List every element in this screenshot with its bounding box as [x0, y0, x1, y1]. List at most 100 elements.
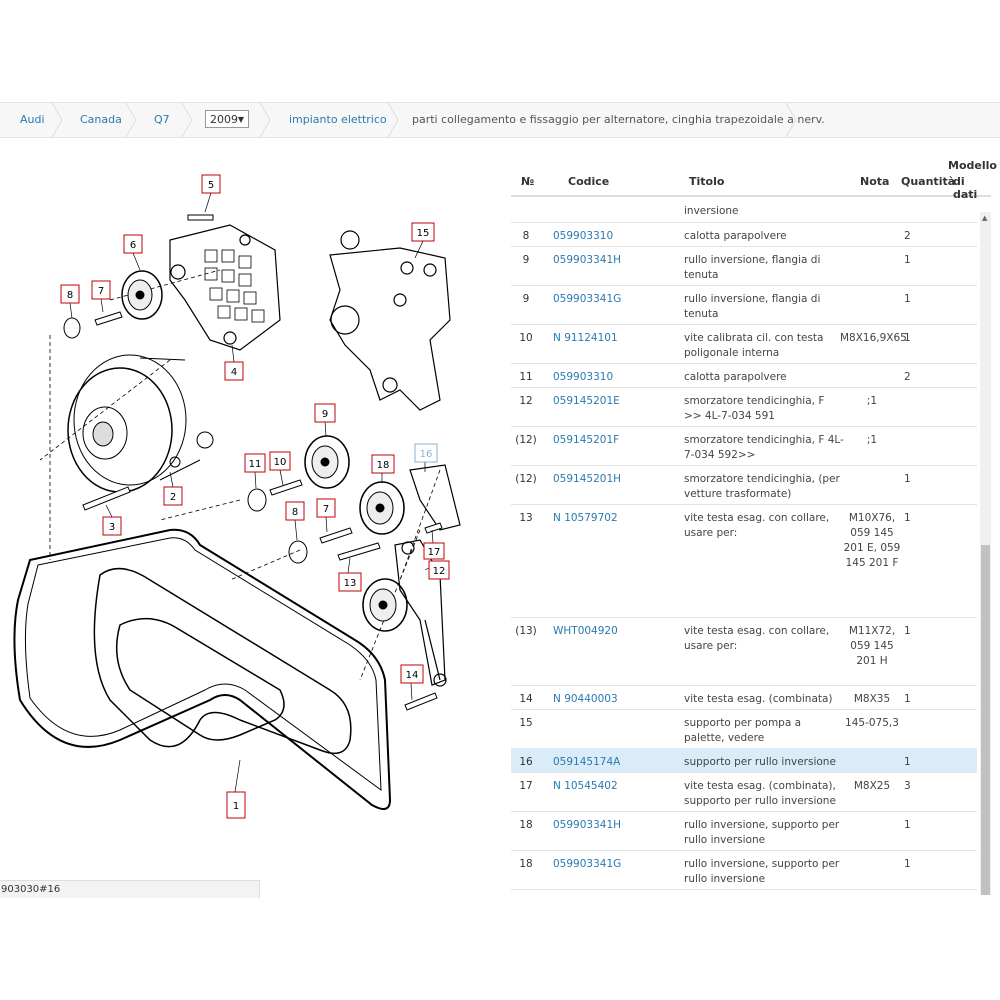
cell-qty: 1 [904, 819, 911, 831]
header-title[interactable]: Titolo [689, 175, 725, 188]
header-num: № [521, 175, 535, 188]
cell-title: vite testa esag. con collare, usare per: [684, 625, 830, 652]
table-row[interactable]: 16 059145174A supporto per rullo inversion… [511, 748, 977, 773]
cell-code[interactable]: 059145201E [553, 395, 620, 407]
breadcrumb-separator [387, 103, 399, 137]
cell-code[interactable]: N 91124101 [553, 332, 618, 344]
cell-code[interactable]: 059903341H [553, 254, 622, 266]
cell-code[interactable]: WHT004920 [553, 625, 618, 637]
cell-title: smorzatore tendicinghia, F 4L-7-034 592>… [684, 434, 844, 461]
cell-num: 18 [519, 858, 533, 870]
cell-num: 9 [522, 254, 530, 266]
callout-label-17: 17 [428, 547, 441, 558]
parts-table-header: № Codice Titolo Nota Quantità Modello di… [511, 155, 997, 201]
parts-diagram: 5 6 7 8 4 15 9 11 10 18 16 2 3 8 7 17 12… [13, 174, 461, 819]
breadcrumb-canada[interactable]: Canada [80, 113, 122, 126]
year-select[interactable]: 2009▼ [205, 110, 249, 128]
cell-title: rullo inversione, supporto per rullo inv… [684, 819, 840, 846]
callout-label-8: 8 [67, 290, 73, 301]
alternator [67, 354, 214, 493]
cell-num: 13 [519, 512, 533, 524]
cell-title: vite testa esag. con collare, usare per: [684, 512, 830, 539]
cell-title: smorzatore tendicinghia, F >> 4L-7-034 5… [684, 395, 825, 422]
pump-bracket [329, 230, 451, 411]
cell-num: 9 [522, 293, 530, 305]
callout-label-14: 14 [406, 670, 419, 681]
breadcrumb-q7[interactable]: Q7 [154, 113, 170, 126]
cell-code[interactable]: 059145174A [553, 756, 621, 768]
cell-code[interactable]: 059145201H [553, 473, 622, 485]
cell-title: rullo inversione, flangia di tenuta [684, 254, 821, 281]
cell-num: 11 [519, 371, 533, 383]
breadcrumb-audi[interactable]: Audi [20, 113, 45, 126]
cell-qty: 1 [904, 625, 911, 637]
cell-num: 18 [519, 819, 533, 831]
cell-code[interactable]: 059903310 [553, 230, 614, 242]
breadcrumb-separator [181, 103, 193, 137]
cell-code[interactable]: 059903310 [553, 371, 614, 383]
cell-code[interactable]: N 90440003 [553, 693, 618, 705]
header-code[interactable]: Codice [568, 175, 610, 188]
cell-note: M10X76, 059 145 201 E, 059 145 201 F [843, 512, 901, 569]
cell-num: (12) [515, 473, 537, 485]
cell-qty: 1 [904, 512, 911, 524]
pulley-6 [121, 270, 163, 320]
breadcrumb-separator [51, 103, 63, 137]
callouts [60, 174, 450, 819]
cell-qty: 2 [904, 371, 911, 383]
header-model: Modello [948, 159, 997, 172]
pulley-18 [359, 481, 405, 535]
table-row[interactable]: 18 059903341H rullo inversione, supporto p… [511, 811, 977, 851]
table-row[interactable]: 9 059903341H rullo inversione, flangia di … [511, 246, 977, 286]
table-row[interactable]: (12) 059145201F smorzatore tendicinghia, F… [511, 426, 977, 466]
callout-labels: 5 6 7 8 4 15 9 11 10 18 16 2 3 8 7 17 12… [67, 180, 446, 812]
callout-label-8b: 8 [292, 507, 298, 518]
callout-label-6: 6 [130, 240, 136, 251]
cell-code[interactable]: N 10545402 [553, 780, 618, 792]
cell-title: rullo inversione, supporto per rullo inv… [684, 858, 840, 885]
cell-num: (12) [515, 434, 537, 446]
breadcrumb-section[interactable]: impianto elettrico [289, 113, 387, 126]
table-row[interactable]: 18 059903341G rullo inversione, supporto p… [511, 850, 977, 890]
cell-num: 16 [519, 756, 533, 768]
cell-code[interactable]: 059903341G [553, 858, 622, 870]
cell-code[interactable]: N 10579702 [553, 512, 618, 524]
callout-label-16: 16 [420, 449, 433, 460]
belt-outer [13, 528, 392, 810]
header-model-data: di dati [953, 175, 978, 201]
scroll-up-icon[interactable]: ▲ [982, 214, 988, 222]
cell-code[interactable]: 059903341H [553, 819, 622, 831]
table-row-partial: inversione [511, 195, 977, 223]
mounting-bracket [169, 224, 281, 351]
cell-title: supporto per rullo inversione [684, 756, 836, 768]
cell-num: 15 [519, 717, 533, 729]
cell-note: M8X16,9X65 [840, 332, 907, 344]
cell-num: 8 [522, 230, 530, 242]
cell-note: ;1 [866, 434, 878, 446]
scrollbar-thumb[interactable] [981, 545, 990, 895]
table-row[interactable]: 13 N 10579702 vite testa esag. con collare… [511, 504, 977, 618]
tensioner-damper [394, 539, 447, 687]
cell-note: 145-075,3 [845, 717, 899, 729]
cell-qty: 3 [904, 780, 911, 792]
cell-note: M8X35 [853, 693, 891, 705]
cell-title: vite testa esag. (combinata), supporto p… [684, 780, 836, 807]
callout-label-15: 15 [417, 228, 430, 239]
cell-code[interactable]: 059903341G [553, 293, 622, 305]
header-note: Nota [860, 175, 890, 188]
cell-code[interactable]: 059145201F [553, 434, 620, 446]
pulley-9 [304, 435, 350, 489]
support-bracket-16 [409, 464, 461, 531]
table-scrollbar[interactable]: ▲ [980, 212, 991, 895]
